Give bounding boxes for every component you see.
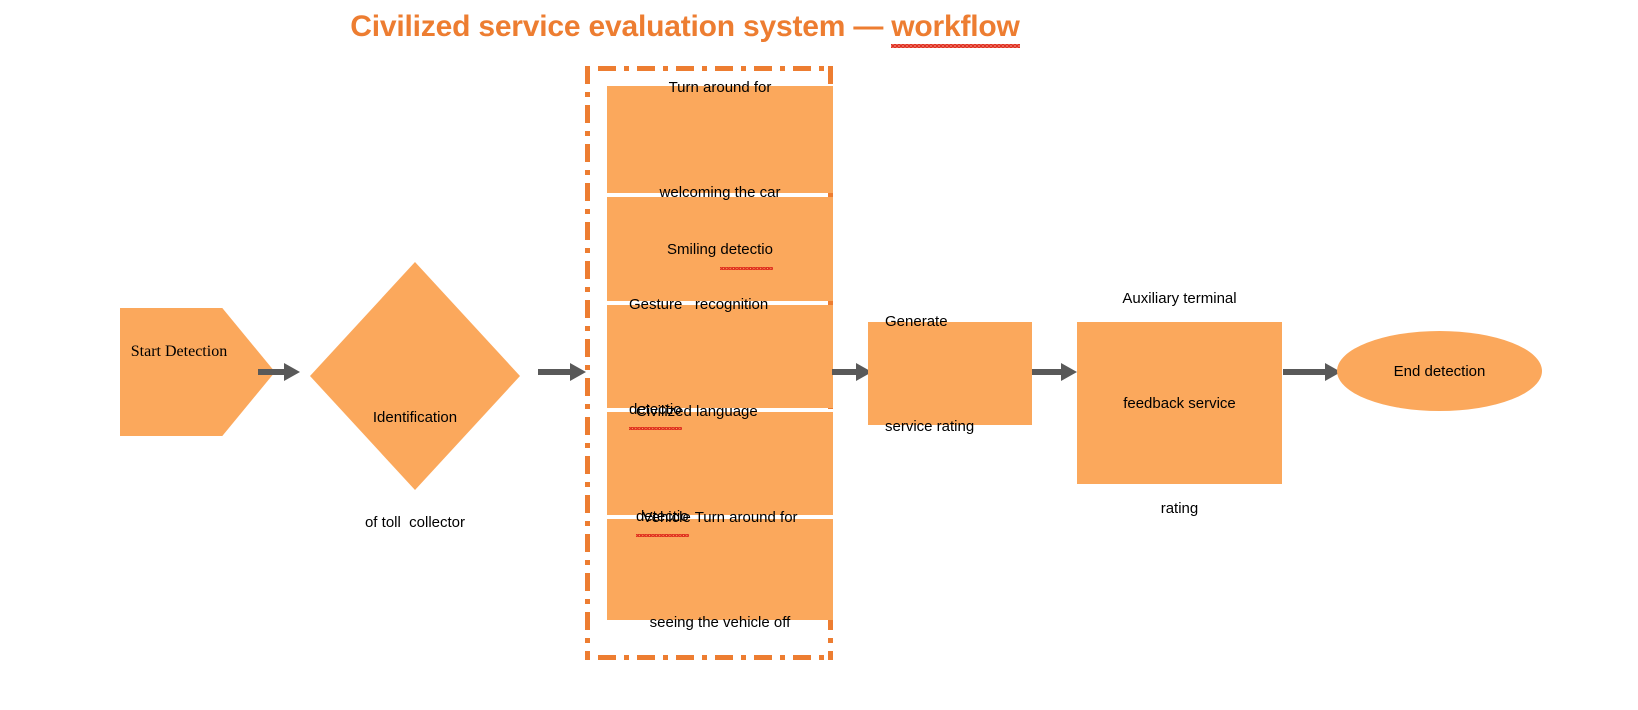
node-generate-service-rating[interactable]: Generate service rating [868, 313, 1032, 435]
detection-group-container: Turn around for welcoming the car Smilin… [585, 66, 833, 660]
smiling-detection-prefix: Smiling [667, 240, 721, 258]
gesture-recognition-line-1: Gesture recognition [629, 295, 769, 313]
gesture-recognition-label: Gesture recognition detectio [629, 217, 811, 497]
welcome-turn-line-2: welcoming the car [659, 183, 781, 201]
civilized-language-misspelled: detectio [636, 499, 689, 537]
identification-label: Identification of toll collector [310, 330, 520, 610]
arrow-identification-to-detection-group [538, 361, 586, 383]
detection-group-border-bottom [585, 655, 833, 660]
end-detection-label: End detection [1393, 362, 1486, 380]
detection-step-smiling[interactable]: Smiling detectio [607, 197, 833, 301]
detection-step-gesture-recognition[interactable]: Gesture recognition detectio [607, 296, 833, 430]
smiling-detection-misspelled: detectio [720, 232, 773, 270]
node-end-detection[interactable]: End detection [1337, 331, 1542, 411]
vehicle-send-off-label: Vehicle Turn around for seeing the vehic… [642, 430, 797, 710]
smiling-detection-line-1: Smiling detectio [667, 232, 773, 270]
civilized-language-line-2: detectio [636, 499, 804, 537]
auxiliary-terminal-line-3: rating [1160, 499, 1199, 517]
page-title: Civilized service evaluation system — wo… [0, 10, 1370, 48]
generate-service-rating-label: Generate service rating [885, 234, 1015, 514]
arrow-detection-group-to-generate [832, 361, 872, 383]
gesture-recognition-line-2: detectio [629, 392, 811, 430]
welcome-turn-line-1: Turn around for [668, 78, 772, 96]
detection-step-civilized-language[interactable]: Civilized language detectio [607, 403, 833, 537]
arrow-start-to-identification [258, 361, 300, 383]
auxiliary-terminal-label: Auxiliary terminal feedback service rati… [1122, 211, 1236, 596]
detection-step-vehicle-send-off[interactable]: Vehicle Turn around for seeing the vehic… [607, 509, 833, 631]
detection-step-welcome-turn[interactable]: Turn around for welcoming the car [607, 79, 833, 201]
auxiliary-terminal-line-2: feedback service [1123, 394, 1236, 412]
arrow-generate-to-auxiliary [1032, 361, 1077, 383]
node-start-detection[interactable]: Start Detection [120, 308, 275, 436]
auxiliary-terminal-line-1: Auxiliary terminal [1122, 289, 1237, 307]
identification-line-2: of toll collector [364, 514, 466, 531]
node-identification-of-toll-collector[interactable]: Identification of toll collector [310, 262, 520, 531]
node-auxiliary-terminal-feedback[interactable]: Auxiliary terminal feedback service rati… [1077, 290, 1282, 517]
civilized-language-line-1: Civilized language [636, 402, 758, 420]
start-detection-line-2: Detection [165, 343, 228, 360]
page-title-misspelled-word: workflow [891, 10, 1021, 48]
detection-group-border-top [585, 66, 833, 71]
generate-service-rating-line-1: Generate [885, 312, 948, 330]
start-detection-line-1: Start [130, 343, 161, 360]
detection-group-border-left [585, 66, 590, 660]
start-detection-label: Start Detection [120, 330, 238, 373]
detection-steps-stack: Turn around for welcoming the car Smilin… [607, 79, 833, 631]
welcome-turn-label: Turn around for welcoming the car [660, 0, 781, 280]
identification-line-1: Identification [372, 409, 458, 426]
smiling-detection-label: Smiling detectio [667, 162, 773, 337]
gesture-recognition-misspelled: detectio [629, 392, 682, 430]
civilized-language-label: Civilized language detectio [636, 324, 804, 604]
vehicle-send-off-line-2: seeing the vehicle off [649, 613, 791, 631]
arrow-auxiliary-to-end [1283, 361, 1341, 383]
page-title-prefix: Civilized service evaluation system — [350, 10, 892, 43]
vehicle-send-off-line-1: Vehicle Turn around for [642, 508, 798, 526]
generate-service-rating-line-2: service rating [885, 417, 975, 435]
